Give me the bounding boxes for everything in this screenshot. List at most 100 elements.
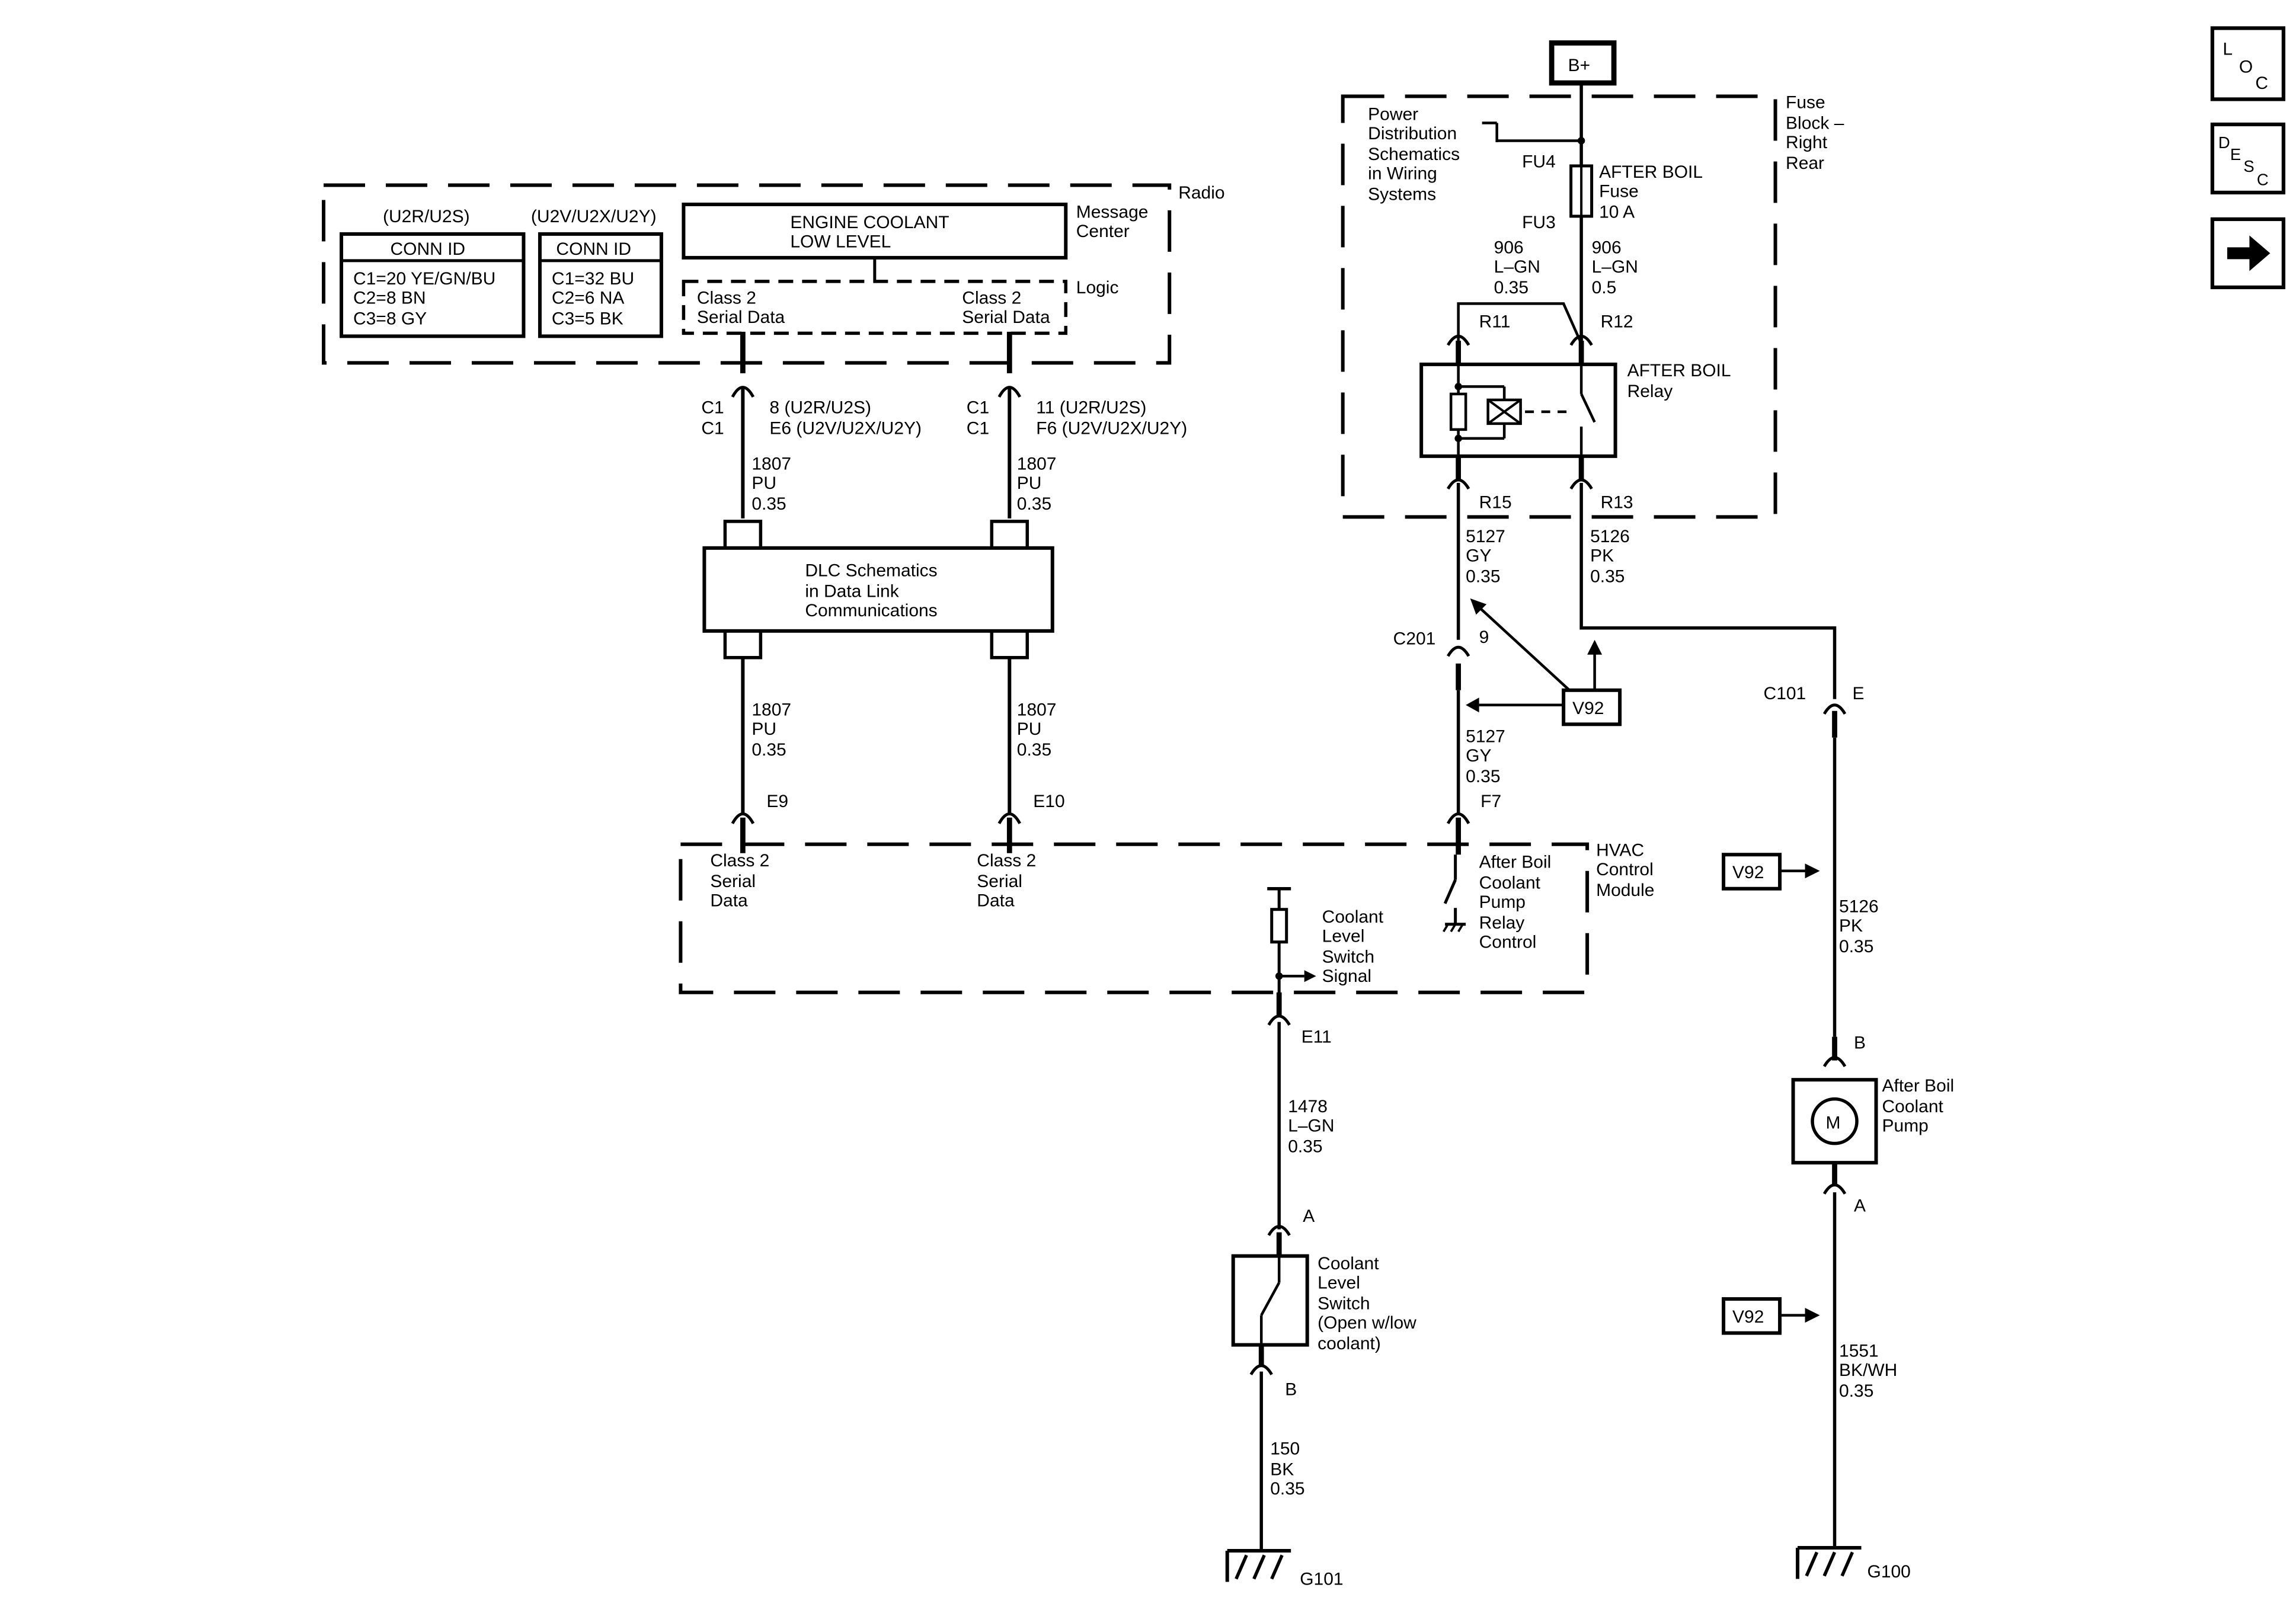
radio-serial-right-1: Class 2: [962, 288, 1021, 308]
desc-button[interactable]: D E S C: [2210, 122, 2286, 195]
coolant-switch-label-4: (Open w/low: [1318, 1313, 1416, 1333]
svg-text:0.5: 0.5: [1592, 278, 1617, 297]
svg-text:5126: 5126: [1839, 897, 1879, 917]
wire-label-1807-top-left: 1807 PU 0.35: [752, 454, 791, 513]
after-boil-relay[interactable]: [1419, 362, 1617, 458]
jumper-r11-r12: [1457, 302, 1583, 344]
switch-contact-icon: [1260, 1282, 1281, 1316]
radio-serial-left-2: Serial Data: [697, 308, 785, 327]
hvac-serial-right-2: Serial: [977, 872, 1022, 891]
loc-letter-l: L: [2223, 39, 2233, 59]
switch-signal-label-1: Coolant: [1322, 907, 1384, 927]
hvac-label-2: Control: [1596, 860, 1654, 879]
wire-label-1478: 1478 L–GN 0.35: [1288, 1097, 1334, 1156]
coolant-switch-label-1: Coolant: [1318, 1254, 1379, 1273]
ground-g100: G100: [1796, 1546, 1911, 1582]
r15-label: R15: [1479, 492, 1512, 512]
svg-text:5126: 5126: [1590, 527, 1630, 546]
right-arrow-icon: [2227, 235, 2271, 271]
dlc-text-1: DLC Schematics: [805, 561, 937, 580]
svg-text:PU: PU: [1017, 473, 1042, 493]
r11-label: R11: [1479, 312, 1511, 331]
desc-letter-c: C: [2257, 170, 2269, 188]
wire-5126-top: [1579, 482, 1837, 699]
svg-text:0.35: 0.35: [752, 494, 786, 514]
after-boil-coolant-pump[interactable]: M: [1791, 1078, 1878, 1165]
relay-control-driver: [1443, 854, 1466, 933]
svg-text:GY: GY: [1466, 746, 1491, 766]
conn-id-table-a: CONN ID C1=20 YE/GN/BU C2=8 BN C3=8 GY: [340, 232, 526, 338]
switch-signal-input: [1267, 886, 1316, 996]
relay-resistor-icon: [1449, 392, 1467, 431]
svg-text:B+: B+: [1568, 56, 1591, 75]
wire-label-150: 150 BK 0.35: [1270, 1439, 1304, 1499]
svg-text:0.35: 0.35: [1270, 1479, 1304, 1499]
conn-b-row-2: C2=6 NA: [552, 288, 625, 308]
switch-signal-label-4: Signal: [1322, 966, 1371, 986]
power-note-1: Power: [1368, 104, 1418, 124]
arrow-left-icon: [1466, 697, 1479, 713]
wire-label-906-right: 906 L–GN 0.5: [1592, 238, 1638, 297]
option-v92-upper: V92: [1722, 853, 1820, 891]
svg-text:PU: PU: [1017, 719, 1042, 739]
connector-pump-a: A: [1822, 1163, 1866, 1216]
svg-text:0.35: 0.35: [1839, 1381, 1873, 1401]
connector-e9: E9: [731, 792, 788, 853]
hvac-serial-left-1: Class 2: [710, 851, 769, 870]
svg-text:1807: 1807: [752, 454, 791, 473]
fuse-block-boundary: [1341, 94, 1777, 519]
relay-name-1: AFTER BOIL: [1627, 361, 1731, 380]
svg-text:E9: E9: [766, 792, 788, 811]
radio-serial-left-1: Class 2: [697, 288, 756, 308]
arrow-right-icon: [1805, 1308, 1820, 1323]
pullup-resistor-icon: [1270, 908, 1288, 944]
svg-text:BK/WH: BK/WH: [1839, 1361, 1897, 1380]
relay-control-label-2: Coolant: [1479, 873, 1541, 893]
hvac-serial-left-3: Data: [710, 891, 748, 911]
fuse-name-1: AFTER BOIL: [1599, 162, 1703, 182]
svg-text:9: 9: [1479, 628, 1489, 647]
ground-g101: G101: [1225, 1549, 1344, 1589]
connector-f7: F7: [1446, 792, 1501, 855]
next-page-button[interactable]: [2210, 217, 2286, 290]
fuse-block-label-3: Right: [1786, 133, 1828, 152]
svg-text:B: B: [1285, 1380, 1297, 1400]
conn-a-row-3: C3=8 GY: [353, 309, 427, 328]
fuse-block-label-2: Block –: [1786, 113, 1844, 133]
coolant-switch-label-5: coolant): [1318, 1334, 1381, 1353]
dlc-schematics-box[interactable]: DLC Schematics in Data Link Communicatio…: [702, 520, 1054, 660]
coolant-level-switch[interactable]: [1231, 1254, 1309, 1347]
loc-button[interactable]: L O C: [2210, 26, 2286, 101]
arrow-up-icon: [1587, 639, 1603, 655]
hvac-serial-right-3: Data: [977, 891, 1015, 911]
connector-switch-b: B: [1249, 1345, 1297, 1400]
conn-a-row-2: C2=8 BN: [353, 288, 426, 308]
svg-text:0.35: 0.35: [1590, 566, 1625, 586]
desc-letter-s: S: [2243, 157, 2254, 175]
wire-label-5126-top: 5126 PK 0.35: [1590, 527, 1630, 586]
svg-text:F7: F7: [1480, 792, 1501, 811]
wire-label-1807-bottom-right: 1807 PU 0.35: [1017, 700, 1057, 759]
radio-variant-a: (U2R/U2S): [383, 207, 470, 226]
svg-text:E11: E11: [1302, 1028, 1332, 1047]
radio-pin-left-c1a: C1: [701, 398, 724, 417]
wire-label-906-left: 906 L–GN 0.35: [1494, 238, 1540, 297]
svg-text:0.35: 0.35: [1017, 494, 1051, 514]
relay-control-label-4: Relay: [1479, 913, 1525, 933]
connector-c201: C201 9: [1393, 628, 1489, 690]
wire-label-1807-top-right: 1807 PU 0.35: [1017, 454, 1057, 513]
radio-label: Radio: [1178, 183, 1224, 203]
r13-label: R13: [1601, 492, 1633, 512]
hvac-serial-left-2: Serial: [710, 872, 756, 891]
conn-id-table-b: CONN ID C1=32 BU C2=6 NA C3=5 BK: [538, 232, 663, 338]
svg-text:E: E: [1853, 684, 1865, 703]
svg-text:906: 906: [1494, 238, 1524, 257]
pump-label-1: After Boil: [1882, 1076, 1955, 1096]
svg-text:V92: V92: [1732, 1307, 1764, 1327]
radio-pin-left-c1b: C1: [701, 418, 724, 438]
svg-text:PK: PK: [1839, 916, 1863, 936]
hvac-serial-right-1: Class 2: [977, 851, 1036, 870]
dlc-text-3: Communications: [805, 601, 937, 620]
